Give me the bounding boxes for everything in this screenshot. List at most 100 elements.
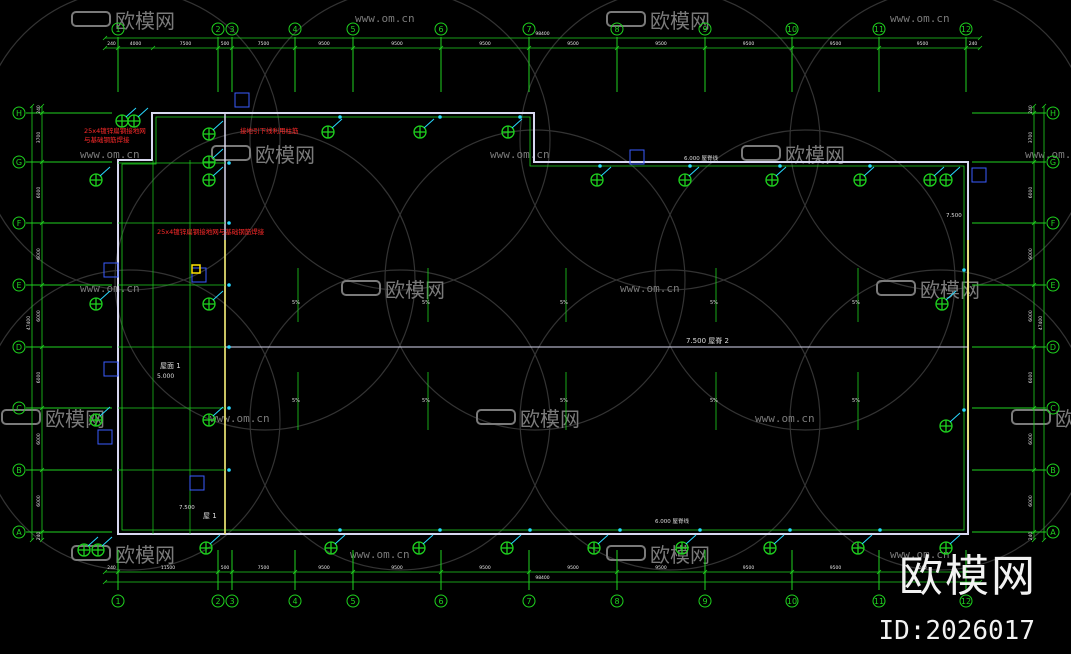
axis-bubble-col bbox=[522, 594, 536, 608]
lightning-rod-leader bbox=[331, 118, 343, 129]
bottom-dim-text: 9500 bbox=[318, 565, 330, 571]
axis-bubble-label: 5 bbox=[350, 597, 355, 606]
right-dim-text: 240 bbox=[1028, 105, 1034, 114]
elevation-marker bbox=[191, 267, 207, 283]
axis-bubble-col bbox=[610, 22, 624, 36]
slope-label: 5% bbox=[710, 300, 718, 306]
downconductor-test-box bbox=[191, 264, 201, 274]
axis-bubble-label: 11 bbox=[874, 597, 884, 606]
bottom-dim-tick bbox=[215, 569, 221, 575]
right-dim-tick bbox=[1031, 110, 1037, 116]
bottom-dim-tick bbox=[229, 569, 235, 575]
lightning-rod-leader bbox=[949, 534, 961, 545]
top-dim-text: 9500 bbox=[479, 41, 491, 47]
ground-point bbox=[227, 283, 231, 287]
roof-3-label: 屋 1 bbox=[203, 512, 217, 520]
top-dim-text: 7500 bbox=[180, 41, 192, 47]
axis-bubble-col bbox=[959, 22, 973, 36]
axis-bubble-label: G bbox=[1050, 158, 1056, 167]
left-dim-text: 240 bbox=[36, 532, 42, 541]
right-dim-text: 6000 bbox=[1028, 372, 1034, 384]
top-dim-tick bbox=[789, 45, 795, 51]
red-note-downconductor: 接地引下线利用柱筋 bbox=[240, 126, 299, 135]
axis-bubble-label: 12 bbox=[961, 25, 971, 34]
top-dim-text: 9500 bbox=[391, 41, 403, 47]
lightning-rod-leader bbox=[212, 120, 224, 131]
building-outline bbox=[117, 112, 969, 535]
axis-bubble-label: 2 bbox=[215, 25, 220, 34]
lightning-rod-leader bbox=[861, 534, 873, 545]
watermark-url: www.om.cn bbox=[80, 148, 140, 161]
slope-label: 5% bbox=[560, 300, 568, 306]
axis-bubble-label: 9 bbox=[702, 597, 707, 606]
right-dim-tick bbox=[1031, 537, 1037, 543]
watermark-brand: 欧模网 bbox=[45, 407, 105, 431]
bottom-dim-tick bbox=[526, 569, 532, 575]
red-note-ground-grid: 25x4镀锌扁钢接地网 bbox=[84, 126, 146, 135]
watermark-logo-icon bbox=[1, 409, 41, 425]
watermark-url: www.om.cn bbox=[890, 548, 950, 561]
watermark-circle bbox=[0, 0, 281, 291]
elevation-marker bbox=[629, 149, 645, 165]
axis-bubble-label: D bbox=[16, 343, 22, 352]
ground-point bbox=[528, 528, 532, 532]
watermark-circle bbox=[789, 0, 1071, 291]
lightning-rod-leader bbox=[99, 166, 111, 177]
elevation-marker bbox=[97, 429, 113, 445]
axis-bubble-col bbox=[111, 594, 125, 608]
elevation-marker bbox=[971, 167, 987, 183]
top-dim-tick bbox=[229, 45, 235, 51]
top-dim-tick bbox=[115, 45, 121, 51]
ground-point bbox=[227, 161, 231, 165]
slope-label: 5% bbox=[292, 300, 300, 306]
axis-bubble-label: B bbox=[1050, 466, 1056, 475]
axis-bubble-label: A bbox=[16, 528, 22, 537]
bottom-overall-dim-tick bbox=[102, 579, 108, 585]
axis-bubble-row bbox=[12, 525, 26, 539]
right-dim-text: 6000 bbox=[1028, 433, 1034, 445]
axis-bubble-label: E bbox=[16, 281, 21, 290]
bottom-dim-tick bbox=[702, 569, 708, 575]
axis-bubble-label: C bbox=[1050, 404, 1056, 413]
top-dim-text: 9500 bbox=[567, 41, 579, 47]
bottom-dim-tick bbox=[876, 569, 882, 575]
top-dim-tick bbox=[350, 45, 356, 51]
bottom-dim-text: 9500 bbox=[567, 565, 579, 571]
axis-bubble-col bbox=[698, 594, 712, 608]
watermark-logo-icon bbox=[211, 145, 251, 161]
ground-point bbox=[227, 406, 231, 410]
lightning-rod-leader bbox=[775, 166, 787, 177]
left-dim-tick bbox=[39, 220, 45, 226]
bottom-dim-text: 11500 bbox=[161, 565, 175, 571]
building-plan-layer: 5%5%5%5%5%5%5%5%5%5% bbox=[97, 92, 987, 535]
bottom-dim-text: 9500 bbox=[655, 565, 667, 571]
ground-point bbox=[227, 345, 231, 349]
axis-bubble-label: A bbox=[1050, 528, 1056, 537]
left-dim-tick bbox=[39, 159, 45, 165]
lightning-rod-leader bbox=[334, 534, 346, 545]
axis-bubble-col bbox=[225, 594, 239, 608]
ground-point bbox=[227, 468, 231, 472]
axis-bubble-label: 7 bbox=[526, 597, 531, 606]
ridge-label: 7.500 屋脊 2 bbox=[686, 336, 729, 345]
left-dim-text: 6000 bbox=[36, 248, 42, 260]
watermark-logo-icon bbox=[476, 409, 516, 425]
axis-bubble-label: 8 bbox=[614, 597, 619, 606]
watermark-brand-large: 欧模网 bbox=[899, 551, 1037, 602]
watermark-logo-icon bbox=[606, 545, 646, 561]
axis-bubble-row bbox=[12, 155, 26, 169]
lightning-rod-leader bbox=[511, 118, 523, 129]
watermark-logo-icon bbox=[71, 545, 111, 561]
annotation-layer: 25x4镀锌扁钢接地网 与基础钢筋焊接 接地引下线利用柱筋 25x4镀锌扁钢接地… bbox=[84, 126, 962, 525]
axis-bubble-label: 3 bbox=[229, 25, 234, 34]
lightning-rod-leader bbox=[597, 534, 609, 545]
bottom-dim-text: 500 bbox=[221, 565, 230, 571]
watermark-logo-icon bbox=[1011, 409, 1051, 425]
axis-bubble-col bbox=[211, 594, 225, 608]
left-dim-text: 6000 bbox=[36, 433, 42, 445]
right-dim-tick bbox=[1031, 282, 1037, 288]
top-overall-dim-text: 98400 bbox=[535, 31, 549, 37]
right-dim-tick bbox=[1031, 159, 1037, 165]
left-dim-tick bbox=[39, 344, 45, 350]
ground-point bbox=[438, 115, 442, 119]
